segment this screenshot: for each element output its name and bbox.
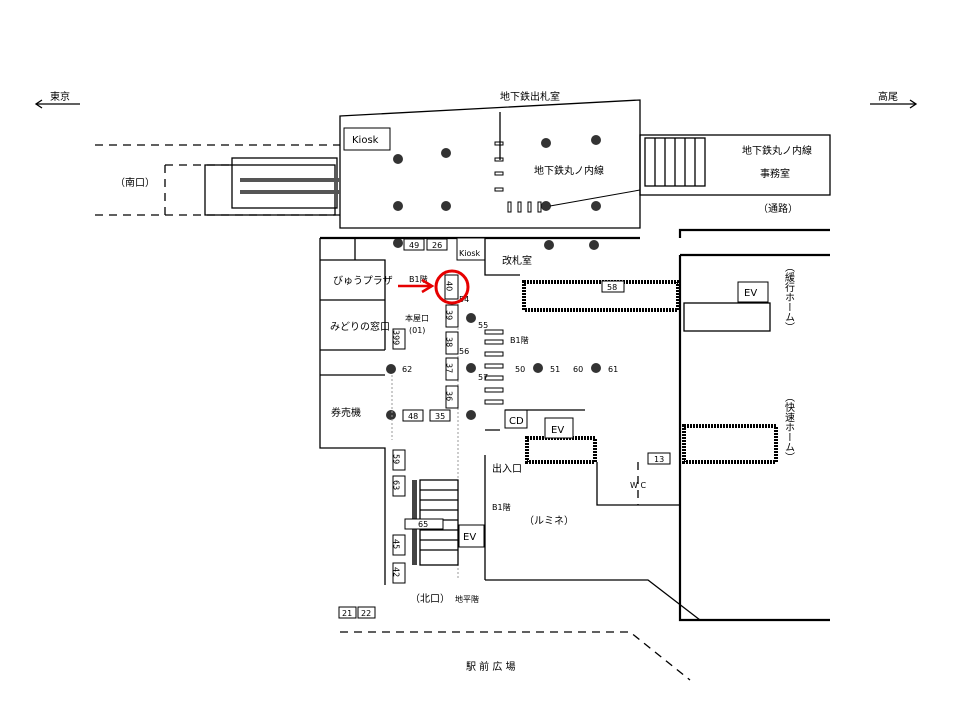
svg-text:事務室: 事務室	[760, 167, 790, 180]
svg-text:56: 56	[459, 347, 469, 356]
svg-text:40: 40	[445, 281, 454, 291]
svg-text:37: 37	[445, 363, 454, 373]
svg-text:EV: EV	[463, 532, 476, 543]
svg-text:39: 39	[445, 310, 454, 320]
svg-text:36: 36	[445, 391, 454, 401]
red-arrow-icon	[398, 278, 435, 294]
highlight-circle	[434, 269, 470, 305]
label-subway-gate-room: 地下鉄出札室	[500, 90, 560, 103]
svg-text:（通路）: （通路）	[758, 202, 798, 215]
svg-text:399: 399	[392, 330, 401, 345]
escalator-south	[240, 178, 340, 194]
label-subway-line: 地下鉄丸ノ内線	[534, 164, 604, 177]
direction-takao: 高尾	[870, 90, 918, 109]
svg-text:26: 26	[432, 241, 442, 250]
svg-text:50: 50	[515, 365, 525, 374]
svg-text:45: 45	[392, 539, 401, 549]
svg-text:55: 55	[478, 321, 488, 330]
stair-markers	[494, 141, 641, 213]
svg-text:60: 60	[573, 365, 583, 374]
svg-text:61: 61	[608, 365, 618, 374]
svg-text:21: 21	[342, 609, 352, 618]
escalator-local	[522, 280, 771, 332]
svg-text:42: 42	[392, 567, 401, 577]
direction-tokyo: 東京	[34, 90, 80, 109]
svg-text:35: 35	[435, 412, 445, 421]
label-south-exit: （南口）	[115, 176, 155, 189]
stairs-subway	[644, 137, 706, 187]
label-midori-window: みどりの窓口	[330, 320, 390, 333]
svg-text:地下鉄丸ノ内線: 地下鉄丸ノ内線	[742, 144, 812, 157]
svg-text:48: 48	[408, 412, 418, 421]
label-exit: 出入口	[492, 462, 522, 475]
svg-text:地平階: 地平階	[455, 594, 479, 604]
svg-text:CD: CD	[509, 416, 524, 427]
svg-text:本屋口: 本屋口	[405, 313, 429, 323]
svg-text:Kiosk: Kiosk	[459, 249, 481, 258]
svg-text:62: 62	[402, 365, 412, 374]
svg-text:W C: W C	[630, 481, 646, 490]
svg-text:13: 13	[654, 455, 664, 464]
label-north-exit: （北口）	[410, 593, 450, 605]
label-lumine: （ルミネ）	[524, 515, 574, 527]
svg-text:Kiosk: Kiosk	[352, 135, 379, 146]
svg-text:B1階: B1階	[510, 335, 529, 345]
svg-text:B1階: B1階	[492, 502, 511, 512]
svg-text:EV: EV	[744, 288, 757, 299]
label-gate-room: 改札室	[502, 254, 532, 267]
svg-text:高尾: 高尾	[878, 90, 898, 103]
svg-text:東京: 東京	[50, 90, 70, 103]
svg-text:51: 51	[550, 365, 560, 374]
svg-text:EV: EV	[551, 425, 564, 436]
svg-text:58: 58	[607, 283, 617, 292]
label-local-platform: （緩行ホーム）	[783, 262, 795, 332]
svg-text:B1階: B1階	[409, 274, 428, 284]
location-40[interactable]	[444, 274, 459, 300]
location-markers: 49 26 40 39 38 37 36 48 35 399 58 13 59 …	[338, 238, 671, 619]
svg-text:22: 22	[361, 609, 371, 618]
label-station-plaza: 駅 前 広 場	[466, 660, 516, 673]
svg-text:(01): (01)	[409, 326, 425, 335]
svg-text:59: 59	[392, 454, 401, 464]
svg-text:38: 38	[445, 337, 454, 347]
svg-text:65: 65	[418, 520, 428, 529]
label-ticket-machine: 券売機	[331, 406, 361, 419]
label-view-plaza: びゅうプラザ	[333, 275, 393, 287]
label-rapid-platform: （快速ホーム）	[783, 392, 795, 462]
kiosk-top	[343, 127, 391, 151]
svg-text:63: 63	[392, 480, 401, 490]
svg-text:57: 57	[478, 373, 488, 382]
gate-lines	[484, 329, 504, 405]
svg-text:49: 49	[409, 241, 419, 250]
